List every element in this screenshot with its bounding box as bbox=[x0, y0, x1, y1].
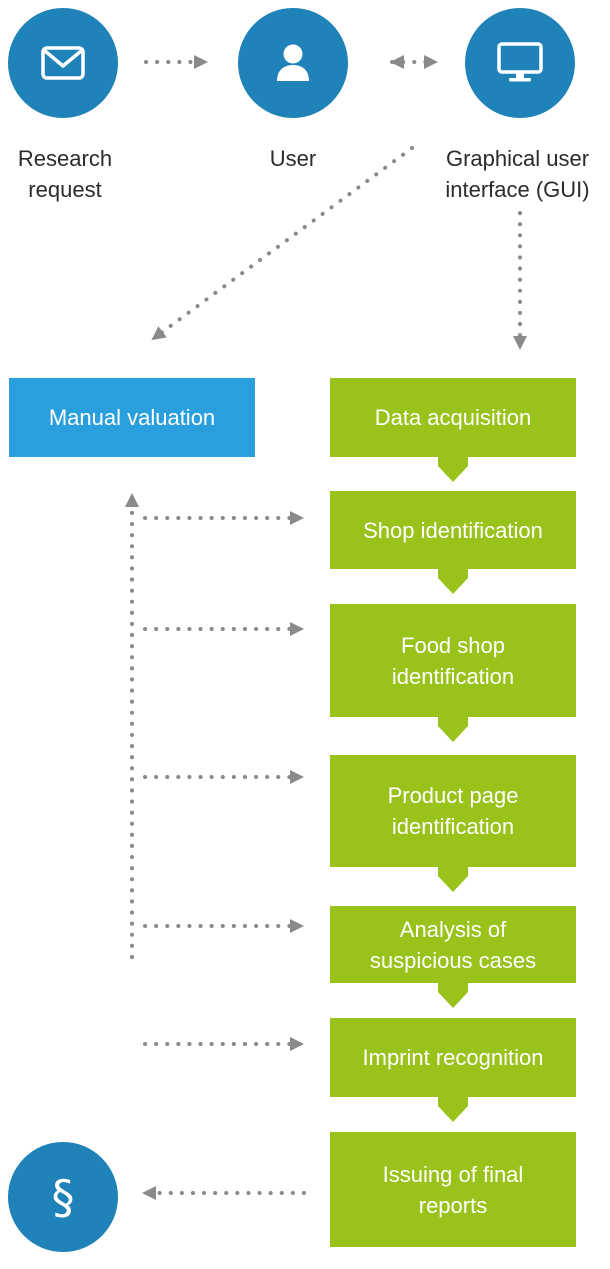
step-label-line1: Issuing of final bbox=[382, 1161, 524, 1187]
step-data-acquisition: Data acquisition bbox=[330, 378, 576, 457]
envelope-icon bbox=[8, 8, 118, 118]
section-sign-icon: § bbox=[8, 1142, 118, 1252]
manual-valuation-box: Manual valuation bbox=[9, 378, 255, 457]
step-pointer-1 bbox=[438, 456, 468, 482]
step-label-line1: Analysis of bbox=[399, 916, 507, 942]
step-label-line1: Imprint recognition bbox=[362, 1045, 544, 1070]
step-pointer-3 bbox=[438, 716, 468, 742]
user-label: User bbox=[269, 146, 317, 171]
step-analysis-of-suspicious-cases: Analysis of suspicious cases bbox=[330, 906, 576, 983]
research-request-label: Research request bbox=[0, 143, 130, 205]
research-request-label-line2: request bbox=[28, 177, 102, 202]
research-request-label-line1: Research bbox=[17, 146, 113, 171]
monitor-icon bbox=[465, 8, 575, 118]
step-label-line2: identification bbox=[391, 663, 515, 689]
step-label-line1: Shop identification bbox=[363, 517, 543, 543]
step-pointer-6 bbox=[438, 1096, 468, 1122]
step-imprint-recognition: Imprint recognition bbox=[330, 1018, 576, 1097]
gui-label-line1: Graphical user bbox=[445, 146, 590, 171]
section-sign-glyph: § bbox=[51, 1170, 75, 1224]
step-label-line1: Food shop bbox=[401, 632, 505, 658]
manual-valuation-label: Manual valuation bbox=[48, 405, 216, 430]
step-issuing-of-final-reports: Issuing of final reports bbox=[330, 1132, 576, 1247]
gui-label-line2: interface (GUI) bbox=[445, 177, 590, 202]
step-food-shop-identification: Food shop identification bbox=[330, 604, 576, 717]
step-product-page-identification: Product page identification bbox=[330, 755, 576, 867]
step-label-line1: Data acquisition bbox=[374, 405, 532, 430]
step-label-line2: reports bbox=[418, 1192, 488, 1218]
step-pointer-2 bbox=[438, 568, 468, 594]
step-label-line2: suspicious cases bbox=[369, 947, 537, 973]
step-pointer-4 bbox=[438, 866, 468, 892]
step-pointer-5 bbox=[438, 982, 468, 1008]
step-label-line2: identification bbox=[391, 814, 515, 839]
gui-label: Graphical user interface (GUI) bbox=[425, 143, 610, 205]
user-icon bbox=[238, 8, 348, 118]
step-label-line1: Product page bbox=[387, 783, 519, 808]
step-shop-identification: Shop identification bbox=[330, 491, 576, 569]
arrow-gui-to-manual bbox=[151, 146, 414, 341]
